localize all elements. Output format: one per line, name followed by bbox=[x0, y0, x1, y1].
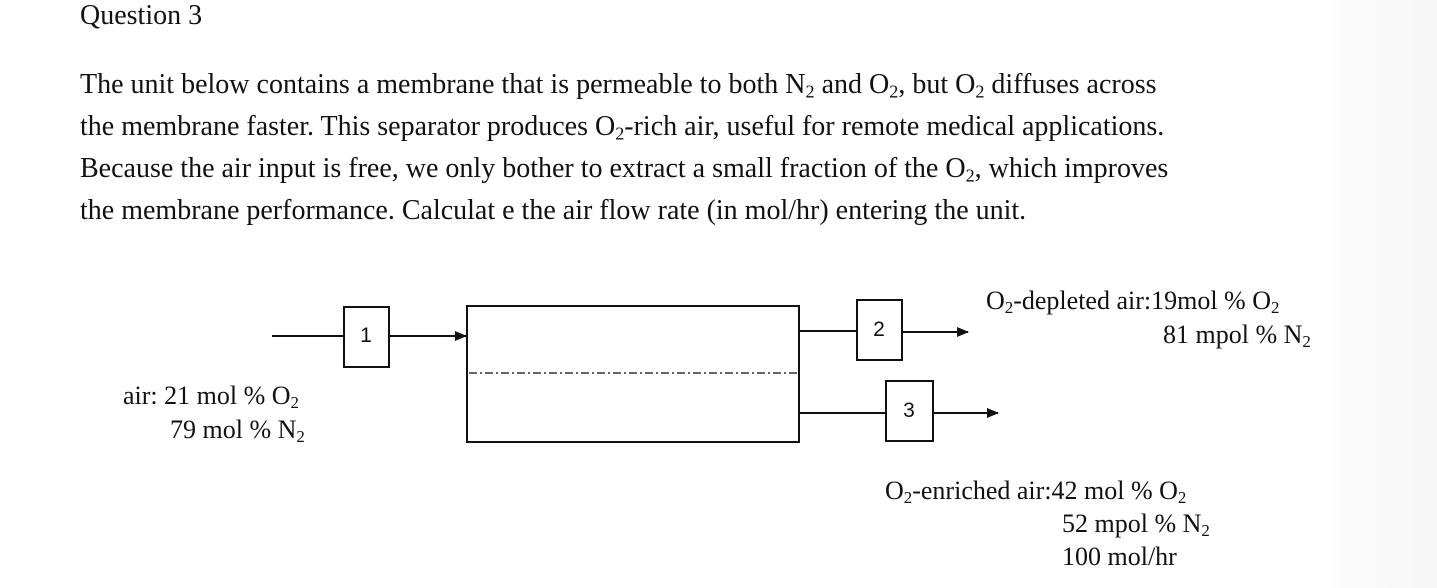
paragraph-line-2: the membrane faster. This separator prod… bbox=[80, 111, 1165, 144]
enriched-air-o2: O2-enriched air:42 mol % O2 bbox=[885, 476, 1187, 508]
stream-3-box bbox=[885, 380, 934, 442]
stream-1-label: 1 bbox=[360, 324, 372, 347]
feed-composition-n2: 79 mol % N2 bbox=[170, 415, 305, 447]
stream-2-label: 2 bbox=[873, 318, 885, 341]
depleted-air-o2: O2-depleted air:19mol % O2 bbox=[986, 286, 1280, 318]
feed-composition-o2: air: 21 mol % O2 bbox=[123, 381, 299, 413]
depleted-air-n2: 81 mpol % N2 bbox=[1163, 320, 1311, 352]
stream-1-box bbox=[343, 306, 390, 368]
enriched-air-n2: 52 mpol % N2 bbox=[1062, 509, 1210, 541]
paragraph-line-1: The unit below contains a membrane that … bbox=[80, 69, 1157, 102]
stream-3-label: 3 bbox=[903, 399, 915, 422]
enriched-air-flow-rate: 100 mol/hr bbox=[1062, 542, 1177, 571]
paragraph-line-3: Because the air input is free, we only b… bbox=[80, 153, 1169, 186]
stream-2-box bbox=[856, 299, 903, 361]
paragraph-line-4: the membrane performance. Calculat e the… bbox=[80, 195, 1027, 226]
question-heading: Question 3 bbox=[80, 0, 203, 31]
membrane-unit bbox=[466, 305, 800, 443]
